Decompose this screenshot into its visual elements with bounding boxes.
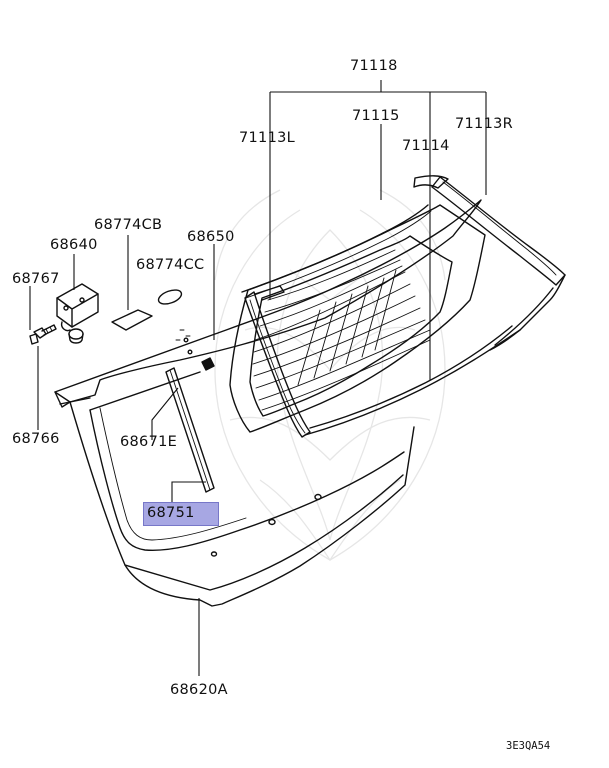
washer-parts-68650 — [183, 337, 215, 371]
callout-68766[interactable]: 68766 — [12, 431, 60, 447]
bolt-68767 — [29, 324, 57, 345]
callout-68774CB[interactable]: 68774CB — [94, 217, 163, 233]
callout-71115[interactable]: 71115 — [352, 108, 400, 124]
callout-71114[interactable]: 71114 — [402, 138, 450, 154]
callout-68650[interactable]: 68650 — [187, 229, 235, 245]
callout-68620A[interactable]: 68620A — [170, 682, 228, 698]
trim-strip-68671E — [165, 367, 215, 493]
upper-molding-strip — [241, 204, 432, 299]
callout-68767[interactable]: 68767 — [12, 271, 60, 287]
callout-71113L[interactable]: 71113L — [239, 130, 296, 146]
callout-68640[interactable]: 68640 — [50, 237, 98, 253]
label-68774CC — [157, 289, 183, 305]
right-side-frame — [304, 274, 566, 436]
cap-68766 — [68, 328, 84, 344]
weatherstrip-71113L — [244, 285, 311, 438]
highlight-68751 — [143, 502, 219, 526]
watermark-emblem — [214, 189, 446, 562]
callout-71118[interactable]: 71118 — [350, 58, 398, 74]
label-68774CB — [111, 309, 153, 331]
hinge-68640 — [56, 283, 99, 332]
rear-window-glass-71115 — [229, 204, 486, 433]
leader-lines — [29, 80, 487, 676]
tailgate-door-68620A — [54, 199, 482, 607]
callout-71113R[interactable]: 71113R — [455, 116, 514, 132]
callout-68671E[interactable]: 68671E — [120, 434, 178, 450]
weatherstrip-71113R — [413, 175, 566, 286]
callout-68751[interactable]: 68751 — [147, 505, 195, 521]
diagram-code: 3E3QA54 — [506, 740, 551, 752]
callout-68774CC[interactable]: 68774CC — [136, 257, 205, 273]
